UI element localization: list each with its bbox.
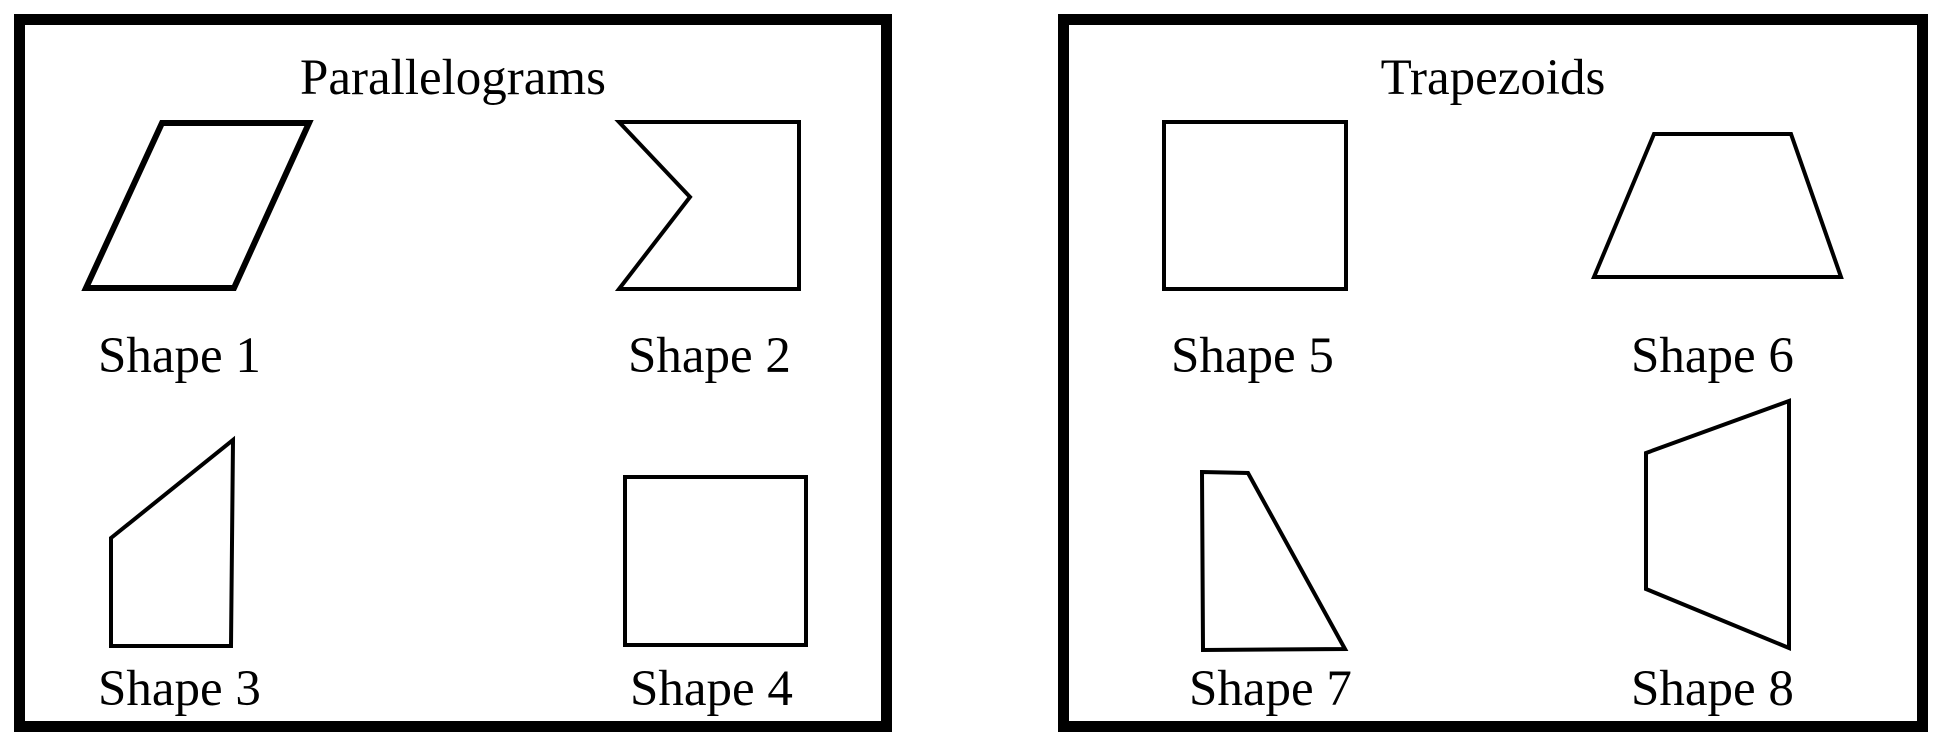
shape-5-label: Shape 5: [1171, 328, 1334, 384]
shape-7-label: Shape 7: [1189, 661, 1352, 717]
shape-8-trapezoid: [1644, 398, 1791, 651]
shape-2-label: Shape 2: [628, 328, 791, 384]
shape-3-label: Shape 3: [98, 661, 261, 717]
shape-4-label: Shape 4: [630, 661, 793, 717]
panel-title: Parallelograms: [300, 50, 606, 106]
shape-6-label: Shape 6: [1631, 328, 1794, 384]
shape-1-label: Shape 1: [98, 328, 261, 384]
shape-7-trapezoid: [1199, 469, 1349, 653]
shape-2-pentagon: [614, 120, 801, 291]
shape-4-square: [623, 475, 808, 647]
shape-1-parallelogram: [81, 120, 314, 291]
shape-8-label: Shape 8: [1631, 661, 1794, 717]
shape-5-square: [1162, 120, 1348, 291]
panel-title: Trapezoids: [1380, 50, 1606, 106]
shape-6-trapezoid: [1590, 132, 1844, 279]
shape-3-quadrilateral: [109, 435, 236, 648]
